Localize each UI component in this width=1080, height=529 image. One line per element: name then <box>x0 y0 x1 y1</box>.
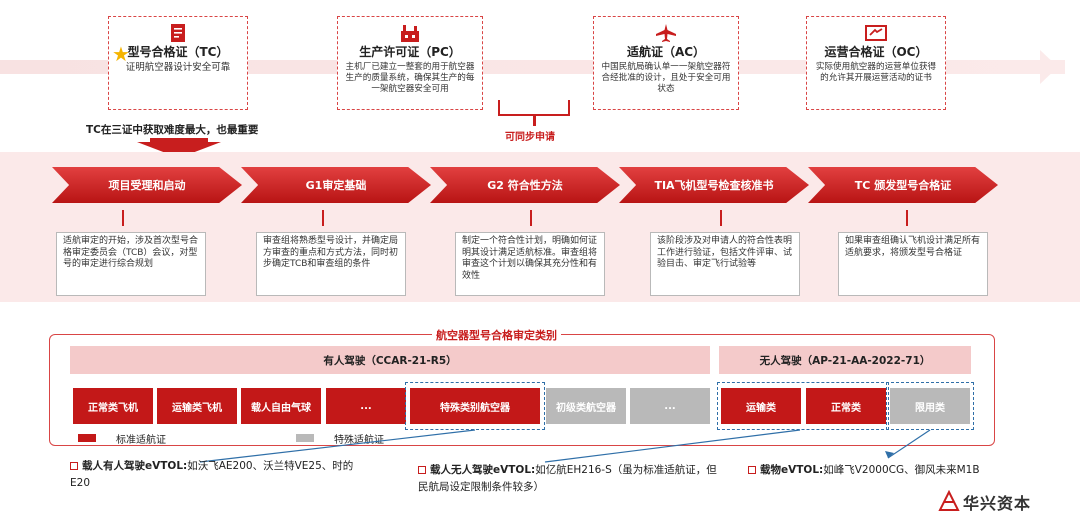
cell-restricted: 限用类 <box>890 388 970 424</box>
timeline-band <box>0 60 1065 74</box>
stage-2: G1审定基础 <box>241 167 431 203</box>
bracket-stem <box>533 116 536 126</box>
example-body: 如峰飞V2000CG、御风未来M1B <box>823 464 980 476</box>
stage-label: 项目受理和启动 <box>108 179 186 192</box>
certificate-icon <box>171 24 185 42</box>
stage-1: 项目受理和启动 <box>52 167 242 203</box>
cert-desc: 实际使用航空器的运营单位获得的允许其开展运营活动的证书 <box>815 62 937 83</box>
connector <box>906 210 908 226</box>
example-cargo: 载物eVTOL:如峰飞V2000CG、御风未来M1B <box>748 462 1048 479</box>
bullet-icon <box>70 462 78 470</box>
connector <box>122 210 124 226</box>
airplane-icon <box>656 24 676 42</box>
cert-title: 运营合格证（OC） <box>824 45 928 59</box>
cert-pc: 生产许可证（PC） 主机厂已建立一整套的用于航空器生产的质量系统，确保其生产的每… <box>337 16 483 110</box>
example-head: 载物eVTOL: <box>760 464 824 476</box>
highlight-special <box>405 382 545 430</box>
tc-note: TC在三证中获取难度最大，也最重要 <box>86 124 259 136</box>
stage-label: G1审定基础 <box>305 179 367 192</box>
example-body: 如亿航EH216-S（虽为标准适航证，但民航局设定限制条件较多） <box>418 464 717 493</box>
cert-tc: 型号合格证（TC） 证明航空器设计安全可靠 <box>108 16 248 110</box>
example-manned: 载人有人驾驶eVTOL:如沃飞AE200、沃兰特VE25、时的E20 <box>70 458 370 492</box>
sync-label: 可同步申请 <box>505 132 555 143</box>
legend-swatch-special <box>296 434 314 442</box>
group-unmanned: 无人驾驶（AP-21-AA-2022-71） <box>719 346 971 374</box>
ticket-icon <box>865 25 887 41</box>
cell-more: ... <box>326 388 406 424</box>
highlight-unmanned <box>717 382 889 430</box>
connector-line <box>199 429 476 463</box>
connector <box>720 210 722 226</box>
cell-normal: 正常类 <box>806 388 886 424</box>
connector <box>530 210 532 226</box>
legend-swatch-standard <box>78 434 96 442</box>
cert-desc: 证明航空器设计安全可靠 <box>125 62 231 73</box>
sync-bracket <box>498 100 570 116</box>
connector-arrowhead <box>885 451 894 458</box>
stage-3-desc: 制定一个符合性计划，明确如何证明其设计满足适航标准。审查组将审查这个计划以确保其… <box>455 232 605 296</box>
stage-3: G2 符合性方法 <box>430 167 620 203</box>
bullet-icon <box>418 466 426 474</box>
example-head: 载人无人驾驶eVTOL: <box>430 464 536 476</box>
timeline-arrowhead <box>1040 50 1058 84</box>
stage-4: TIA飞机型号检查核准书 <box>619 167 809 203</box>
cert-desc: 中国民航局确认单一一架航空器符合经批准的设计，且处于安全可用状态 <box>601 62 731 94</box>
arrow-stem <box>150 138 208 142</box>
cert-title: 型号合格证（TC） <box>127 45 229 59</box>
cell-primary-category: 初级类航空器 <box>546 388 626 424</box>
example-head: 载人有人驾驶eVTOL: <box>82 460 188 472</box>
bullet-icon <box>748 466 756 474</box>
cell-transport-aircraft: 运输类飞机 <box>157 388 237 424</box>
stage-1-desc: 适航审定的开始，涉及首次型号合格审定委员会（TCB）会议，对型号的审定进行综合规… <box>56 232 206 296</box>
example-body: 如沃飞AE200、沃兰特VE25、时的E20 <box>70 460 354 489</box>
group-manned: 有人驾驶（CCAR-21-R5） <box>70 346 710 374</box>
cell-transport: 运输类 <box>721 388 801 424</box>
brand-name: 华兴资本 <box>963 494 1032 513</box>
cert-title: 生产许可证（PC） <box>359 45 461 59</box>
cell-normal-aircraft: 正常类飞机 <box>73 388 153 424</box>
category-title: 航空器型号合格审定类别 <box>432 327 561 343</box>
stage-label: TC 颁发型号合格证 <box>854 179 952 192</box>
cell-special-category: 特殊类别航空器 <box>410 388 540 424</box>
stage-5-desc: 如果审查组确认飞机设计满足所有适航要求，将颁发型号合格证 <box>838 232 988 296</box>
cell-more-grey: ... <box>630 388 710 424</box>
stage-2-desc: 审查组将熟悉型号设计，并确定局方审查的重点和方式方法，同时初步确定TCB和审查组… <box>256 232 406 296</box>
star-icon: ★ <box>112 42 130 66</box>
connector-line <box>544 429 801 463</box>
brand-logo-icon <box>938 490 960 511</box>
legend-special: 特殊适航证 <box>334 435 384 446</box>
stage-4-desc: 该阶段涉及对申请人的符合性表明工作进行验证，包括文件评审、试验目击、审定飞行试验… <box>650 232 800 296</box>
stage-5: TC 颁发型号合格证 <box>808 167 998 203</box>
factory-icon <box>401 25 419 42</box>
highlight-restricted <box>886 382 974 430</box>
connector <box>322 210 324 226</box>
cert-ac: 适航证（AC） 中国民航局确认单一一架航空器符合经批准的设计，且处于安全可用状态 <box>593 16 739 110</box>
cert-title: 适航证（AC） <box>626 45 706 59</box>
stage-label: TIA飞机型号检查核准书 <box>654 179 774 192</box>
cell-free-balloon: 载人自由气球 <box>241 388 321 424</box>
stage-label: G2 符合性方法 <box>487 179 563 192</box>
legend-standard: 标准适航证 <box>116 435 166 446</box>
cert-desc: 主机厂已建立一整套的用于航空器生产的质量系统，确保其生产的每一架航空器安全可用 <box>345 62 475 94</box>
example-unmanned: 载人无人驾驶eVTOL:如亿航EH216-S（虽为标准适航证，但民航局设定限制条… <box>418 462 718 496</box>
cert-oc: 运营合格证（OC） 实际使用航空器的运营单位获得的允许其开展运营活动的证书 <box>806 16 946 110</box>
connector-line <box>887 429 931 459</box>
